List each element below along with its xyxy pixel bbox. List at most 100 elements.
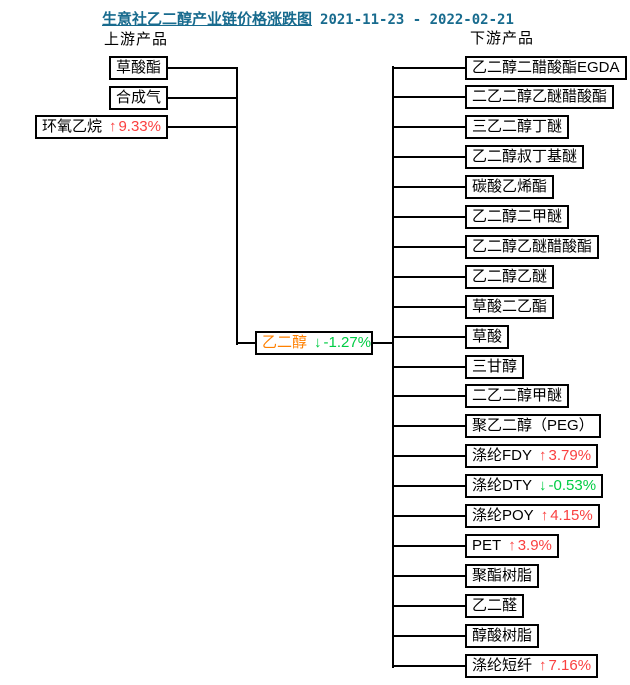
change-value: 7.16% — [548, 657, 592, 674]
connector-line — [392, 186, 466, 188]
downstream-node: 三乙二醇丁醚 — [465, 115, 570, 139]
arrow-down-icon: ↓ — [314, 334, 322, 351]
change-value: -1.27% — [323, 334, 372, 351]
connector-line — [392, 425, 466, 427]
connector-line — [166, 67, 238, 69]
downstream-node: 碳酸乙烯酯 — [465, 175, 555, 199]
change-value: 9.33% — [118, 118, 161, 135]
product-name: 醇酸树脂 — [472, 627, 533, 644]
price-change: ↑9.33% — [109, 118, 161, 135]
connector-line — [371, 342, 394, 344]
downstream-column-label: 下游产品 — [470, 30, 535, 47]
product-name: 草酸酯 — [115, 59, 161, 76]
downstream-node: 三甘醇 — [465, 355, 525, 379]
product-name: 乙二醇叔丁基醚 — [472, 148, 578, 165]
downstream-node: 乙二醇乙醚 — [465, 265, 555, 289]
product-name: 二乙二醇甲醚 — [472, 387, 563, 404]
product-name: 乙二醛 — [472, 597, 518, 614]
title-date-range: 2021-11-23 - 2022-02-21 — [320, 12, 514, 28]
price-change: ↑4.15% — [541, 507, 593, 524]
product-name: PET — [472, 537, 502, 554]
connector-line — [392, 366, 466, 368]
product-name: 三甘醇 — [472, 358, 518, 375]
change-value: -0.53% — [548, 477, 597, 494]
connector-line — [166, 126, 238, 128]
product-name: 草酸二乙酯 — [472, 298, 548, 315]
connector-line — [392, 276, 466, 278]
upstream-bus-line — [236, 67, 238, 345]
downstream-node: 乙二醛 — [465, 594, 525, 618]
connector-line — [392, 156, 466, 158]
product-name: 乙二醇二甲醚 — [472, 208, 563, 225]
change-value: 3.9% — [517, 537, 552, 554]
product-name: 草酸 — [472, 328, 503, 345]
connector-line — [392, 126, 466, 128]
change-value: 4.15% — [550, 507, 593, 524]
product-name: 聚乙二醇（PEG） — [472, 417, 594, 434]
downstream-node: 乙二醇乙醚醋酸酯 — [465, 235, 600, 259]
arrow-up-icon: ↑ — [539, 657, 547, 674]
product-name: 乙二醇乙醚醋酸酯 — [472, 238, 593, 255]
product-name: 乙二醇 — [262, 334, 308, 351]
downstream-node: 涤纶POY ↑4.15% — [465, 504, 600, 528]
price-change: ↑7.16% — [539, 657, 591, 674]
downstream-node: 二乙二醇乙醚醋酸酯 — [465, 85, 615, 109]
price-change: ↓-1.27% — [314, 334, 371, 351]
upstream-node: 环氧乙烷 ↑9.33% — [34, 115, 168, 139]
product-name: 涤纶DTY — [472, 477, 533, 494]
connector-line — [237, 342, 257, 344]
connector-line — [392, 216, 466, 218]
center-node: 乙二醇 ↓-1.27% — [255, 331, 373, 355]
arrow-up-icon: ↑ — [108, 118, 117, 135]
product-name: 碳酸乙烯酯 — [472, 178, 548, 195]
product-name: 涤纶POY — [472, 507, 534, 524]
connector-line — [392, 605, 466, 607]
connector-line — [392, 485, 466, 487]
connector-line — [392, 96, 466, 98]
product-name: 环氧乙烷 — [41, 118, 102, 135]
connector-line — [392, 306, 466, 308]
upstream-node: 合成气 — [108, 86, 168, 110]
product-name: 乙二醇二醋酸酯EGDA — [472, 59, 620, 76]
downstream-node: 乙二醇叔丁基醚 — [465, 145, 585, 169]
downstream-node: 二乙二醇甲醚 — [465, 384, 570, 408]
connector-line — [392, 67, 466, 69]
product-name: 合成气 — [115, 89, 161, 106]
product-name: 乙二醇乙醚 — [472, 268, 548, 285]
connector-line — [392, 336, 466, 338]
connector-line — [392, 455, 466, 457]
downstream-node: PET ↑3.9% — [465, 534, 559, 558]
product-name: 聚酯树脂 — [472, 567, 533, 584]
price-change: ↑3.79% — [539, 447, 591, 464]
page-title: 生意社乙二醇产业链价格涨跌图 2021-11-23 - 2022-02-21 — [102, 8, 514, 29]
downstream-node: 涤纶DTY ↓-0.53% — [465, 474, 604, 498]
arrow-up-icon: ↑ — [539, 447, 547, 464]
downstream-node: 聚乙二醇（PEG） — [465, 414, 601, 438]
downstream-node: 涤纶短纤 ↑7.16% — [465, 654, 599, 678]
arrow-up-icon: ↑ — [540, 507, 549, 524]
downstream-node: 草酸二乙酯 — [465, 295, 555, 319]
connector-line — [166, 97, 238, 99]
upstream-column-label: 上游产品 — [104, 31, 169, 48]
downstream-node: 乙二醇二甲醚 — [465, 205, 570, 229]
product-name: 二乙二醇乙醚醋酸酯 — [472, 88, 608, 105]
product-name: 三乙二醇丁醚 — [472, 118, 563, 135]
upstream-node: 草酸酯 — [108, 56, 168, 80]
connector-line — [392, 665, 466, 667]
arrow-up-icon: ↑ — [508, 537, 516, 554]
connector-line — [392, 395, 466, 397]
connector-line — [392, 635, 466, 637]
title-link[interactable]: 生意社乙二醇产业链价格涨跌图 — [102, 11, 313, 28]
downstream-node: 涤纶FDY↑3.79% — [465, 444, 599, 468]
downstream-node: 乙二醇二醋酸酯EGDA — [465, 56, 627, 80]
change-value: 3.79% — [548, 447, 592, 464]
downstream-node: 草酸 — [465, 325, 510, 349]
arrow-down-icon: ↓ — [539, 477, 547, 494]
price-change: ↓-0.53% — [539, 477, 596, 494]
connector-line — [392, 515, 466, 517]
product-name: 涤纶短纤 — [472, 657, 533, 674]
connector-line — [392, 246, 466, 248]
downstream-node: 醇酸树脂 — [465, 624, 540, 648]
connector-line — [392, 575, 466, 577]
